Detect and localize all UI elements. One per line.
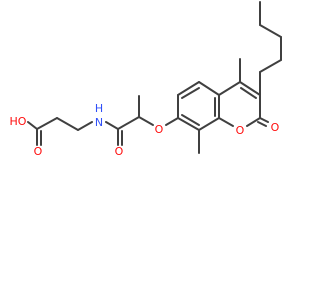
bond-o-ether-aryl <box>165 117 179 126</box>
bonds <box>27 1 282 154</box>
bond-ar-c5-c4a <box>198 81 220 96</box>
atom-label-amide-carbonyl-oxygen: O <box>115 145 124 158</box>
bond-c4a-c4 <box>218 81 241 96</box>
bond-c2-o-ring <box>246 117 261 127</box>
bond-ar-c8-c7-inner <box>181 114 200 126</box>
atom-label-lactone-oxygen: O <box>271 121 280 134</box>
atom-labels: HO O N H O O O O <box>10 102 280 158</box>
bond-ar-c8-c7 <box>177 117 200 131</box>
molecule-structure-diagram: HO O N H O O O O <box>10 1 282 158</box>
atom-label-hydroxyl: HO <box>10 115 27 128</box>
bond-carbonyl-ch <box>117 116 140 130</box>
bond-o-ring-c8a <box>218 117 234 127</box>
bond-c4-c3 <box>239 81 261 96</box>
atom-label-amide-nitrogen: N <box>95 116 103 129</box>
bond-ar-c6-c5 <box>177 81 200 96</box>
bond-hexyl-2 <box>259 59 282 73</box>
bond-ch-o-ether <box>138 116 154 126</box>
bond-hexyl-4 <box>259 24 282 38</box>
atom-label-ring-oxygen: O <box>236 124 245 137</box>
bond-cooh-ch2 <box>36 117 58 130</box>
bond-n-carbonyl <box>105 121 119 130</box>
bond-c4-c3-inner <box>240 87 257 99</box>
atom-label-ether-oxygen: O <box>155 123 164 136</box>
bond-ar-c6-c5-inner <box>181 87 200 99</box>
atom-label-acid-carbonyl-oxygen: O <box>34 145 43 158</box>
bond-cooh-c-oh <box>27 121 38 130</box>
bond-c2-o-lactone-double <box>257 121 267 127</box>
atom-label-amide-hydrogen: H <box>95 102 103 115</box>
bond-ch2-ch2 <box>56 117 79 131</box>
bond-ar-c8a-c8 <box>198 117 220 131</box>
bond-c2-o-lactone <box>259 117 269 123</box>
bond-ch2-n <box>77 121 93 131</box>
